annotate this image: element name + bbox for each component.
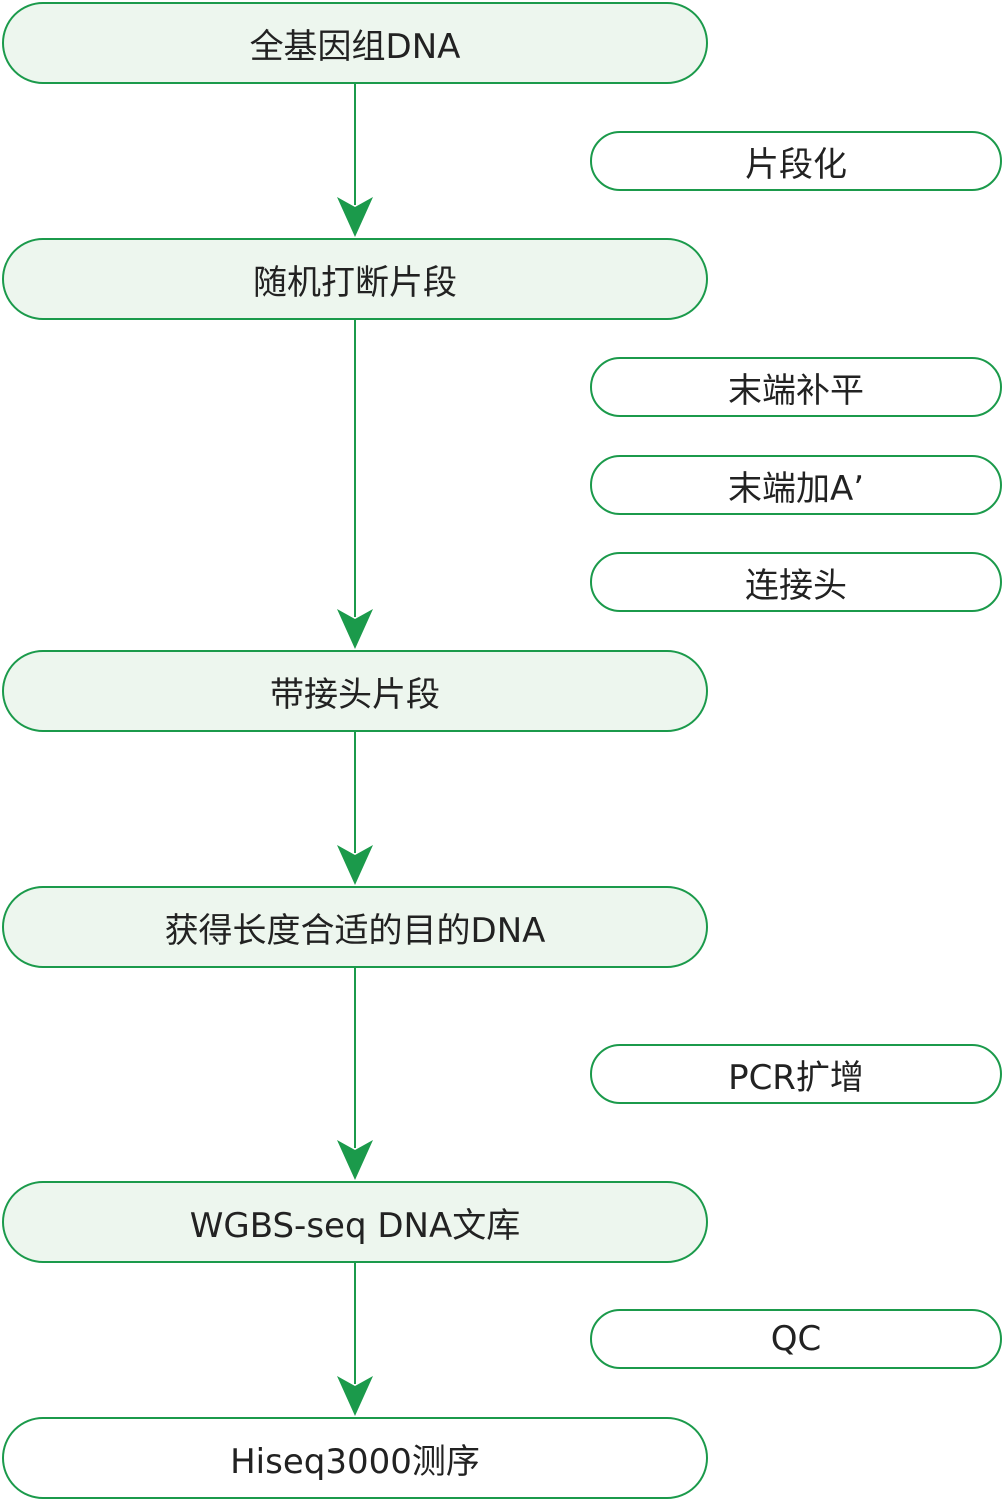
main-step-sequencing: Hiseq3000测序 <box>2 1417 708 1499</box>
side-step-end-repair: 末端补平 <box>590 357 1002 417</box>
arrowhead-3 <box>337 845 373 885</box>
side-step-adapter-ligation: 连接头 <box>590 552 1002 612</box>
main-step-wgbs-library: WGBS-seq DNA文库 <box>2 1181 708 1263</box>
side-step-fragmentation: 片段化 <box>590 131 1002 191</box>
main-step-target-dna: 获得长度合适的目的DNA <box>2 886 708 968</box>
arrowhead-5 <box>337 1376 373 1416</box>
arrowhead-2 <box>337 609 373 649</box>
arrowhead-4 <box>337 1140 373 1180</box>
side-step-qc: QC <box>590 1309 1002 1369</box>
side-step-pcr-amplification: PCR扩增 <box>590 1044 1002 1104</box>
main-step-adapter-fragments: 带接头片段 <box>2 650 708 732</box>
main-step-random-fragments: 随机打断片段 <box>2 238 708 320</box>
arrowhead-1 <box>337 197 373 237</box>
side-step-a-tailing: 末端加A’ <box>590 455 1002 515</box>
main-step-whole-genome-dna: 全基因组DNA <box>2 2 708 84</box>
